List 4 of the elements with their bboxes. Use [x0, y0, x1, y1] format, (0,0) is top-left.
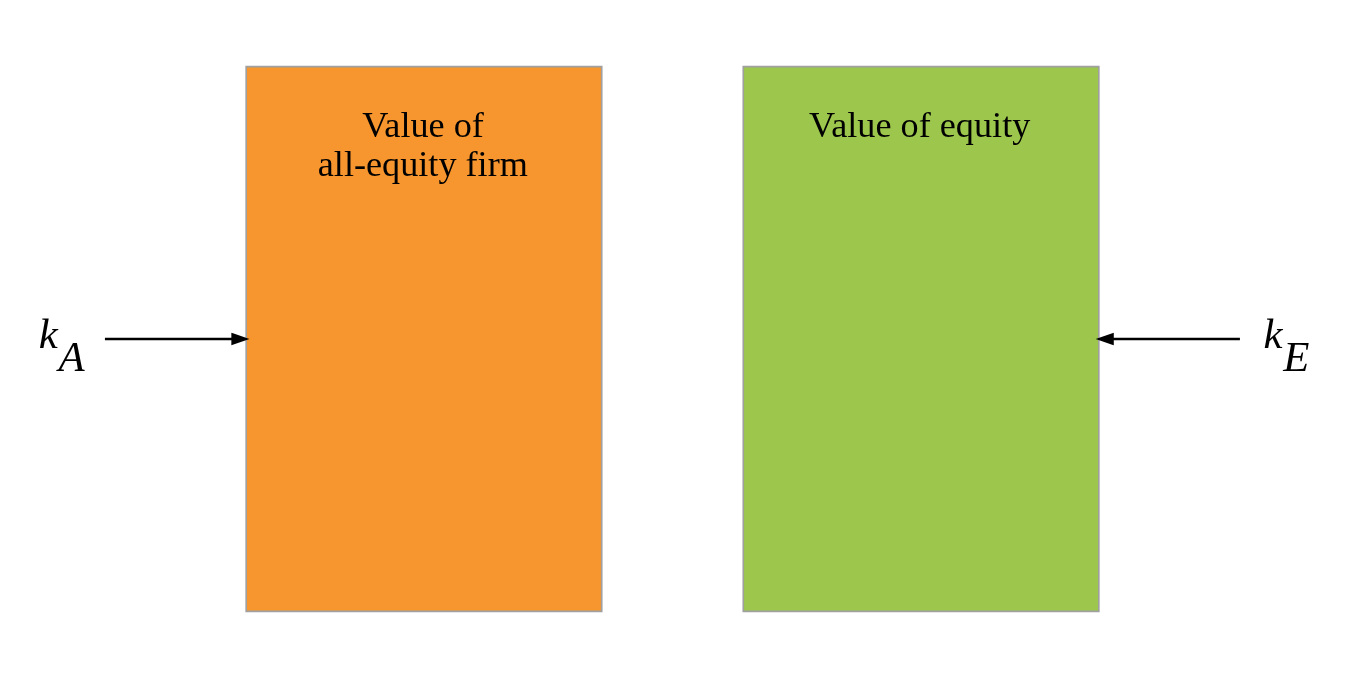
node-box: Value of all-equity firm [245, 65, 603, 612]
arrow [1095, 332, 1240, 345]
arrow [104, 332, 250, 345]
node-box: Value of equity [742, 65, 1100, 612]
